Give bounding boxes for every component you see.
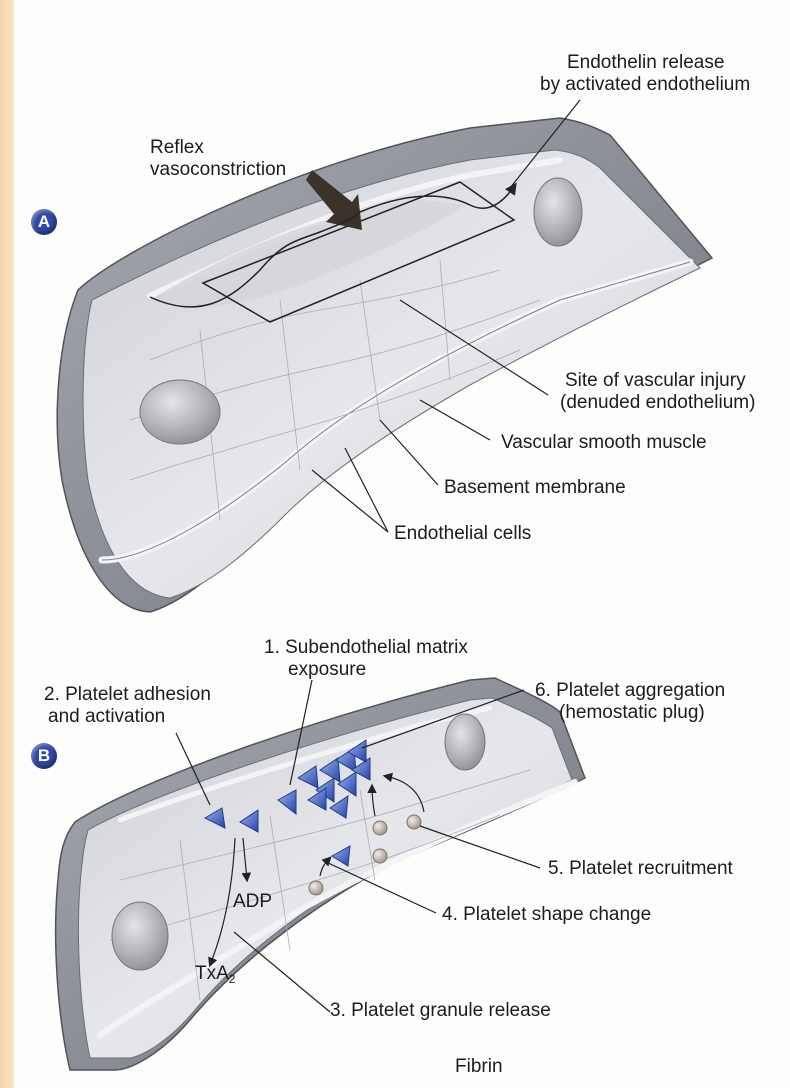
rbc-b-left	[112, 902, 168, 970]
label-site-of-injury: Site of vascular injury (denuded endothe…	[560, 370, 755, 414]
label-step2: 2. Platelet adhesion and activation	[44, 684, 211, 728]
label-endothelin-line1: Endothelin release	[567, 52, 750, 74]
label-step1-line1: 1. Subendothelial matrix	[264, 637, 468, 659]
rbc-a-left	[140, 380, 220, 444]
label-txa-subscript: 2	[229, 972, 236, 986]
label-step3: 3. Platelet granule release	[330, 1000, 551, 1022]
rbc-a-right	[534, 178, 582, 246]
label-reflex-line1: Reflex	[150, 137, 286, 159]
label-reflex-vasoconstriction: Reflex vasoconstriction	[150, 137, 286, 181]
label-txa2: TxA2	[195, 963, 235, 990]
label-txa-main: TxA	[195, 963, 229, 984]
label-endothelial-cells: Endothelial cells	[394, 523, 531, 545]
label-injury-line1: Site of vascular injury	[565, 370, 755, 392]
label-basement-membrane: Basement membrane	[444, 477, 626, 499]
label-step2-line1: 2. Platelet adhesion	[44, 684, 211, 706]
label-injury-line2: (denuded endothelium)	[560, 392, 755, 414]
rbc-b-right	[445, 714, 485, 770]
label-endothelin-release: Endothelin release by activated endothel…	[567, 52, 750, 96]
label-reflex-line2: vasoconstriction	[150, 159, 286, 181]
label-smooth-muscle: Vascular smooth muscle	[501, 432, 707, 454]
label-step1-line2: exposure	[288, 659, 468, 681]
label-step1: 1. Subendothelial matrix exposure	[264, 637, 468, 681]
label-fibrin: Fibrin	[455, 1056, 503, 1078]
label-adp: ADP	[233, 891, 272, 913]
label-step6-line1: 6. Platelet aggregation	[535, 680, 725, 702]
label-step2-line2: and activation	[48, 706, 211, 728]
label-step6-line2: (hemostatic plug)	[559, 702, 725, 724]
panel-a-badge: A	[31, 209, 57, 235]
label-step4: 4. Platelet shape change	[442, 904, 651, 926]
label-step5: 5. Platelet recruitment	[548, 858, 733, 880]
label-endothelin-line2: by activated endothelium	[540, 74, 750, 96]
panel-b-badge: B	[31, 743, 57, 769]
label-step6: 6. Platelet aggregation (hemostatic plug…	[535, 680, 725, 724]
